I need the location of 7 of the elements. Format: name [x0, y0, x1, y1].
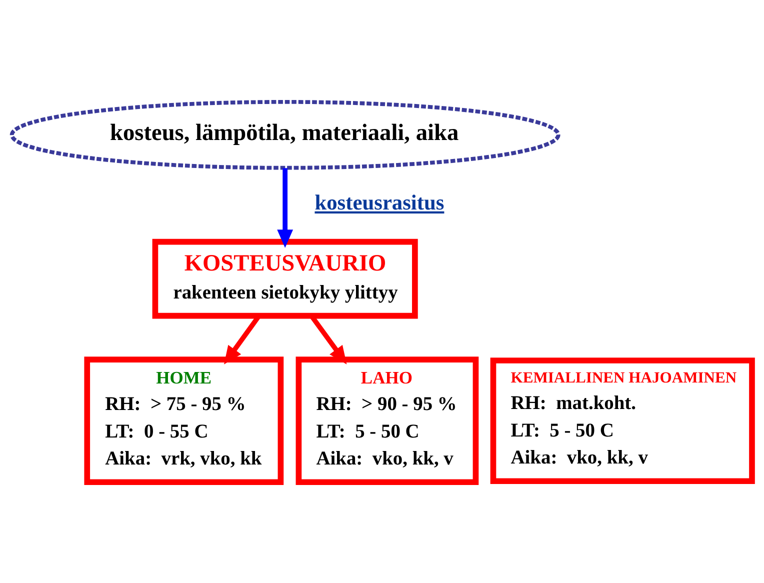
node-box: KOSTEUSVAURIO rakenteen sietokyky ylittyy: [152, 238, 418, 318]
arrow: [277, 168, 294, 248]
edge-label: kosteusrasitus: [314, 190, 444, 214]
node-box: HOME RH: > 75 - 95 % LT: 0 - 55 C Aika: vrk, vko, kk: [84, 356, 284, 485]
node-ellipse: kosteus, lämpötila, materiaali, aika: [10, 100, 560, 170]
node-box: KEMIALLINEN HAJOAMINEN RH: mat.koht. LT: 5 - 50 C Aika: vko, kk, v: [490, 357, 755, 484]
node-box: LAHO RH: > 90 - 95 % LT: 5 - 50 C Aika: vko, kk, v: [296, 356, 479, 485]
